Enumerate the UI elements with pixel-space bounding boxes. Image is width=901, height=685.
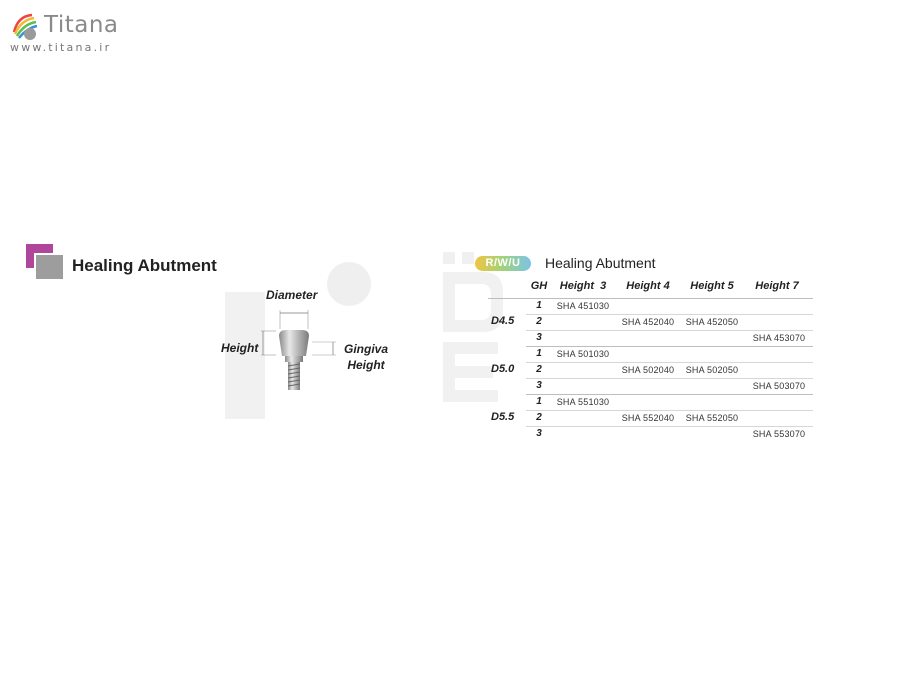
gh-cell: 2 bbox=[536, 316, 542, 327]
gh-cell: 1 bbox=[536, 348, 542, 359]
code-cell: SHA 552040 bbox=[621, 413, 675, 423]
diameter-label-d45: D4.5 bbox=[491, 315, 515, 327]
table-row: 1 SHA 451030 bbox=[526, 298, 813, 315]
code-cell: SHA 452050 bbox=[685, 317, 739, 327]
code-cell: SHA 503070 bbox=[752, 381, 806, 391]
gh-cell: 3 bbox=[536, 332, 542, 343]
code-cell: SHA 502040 bbox=[621, 365, 675, 375]
table-header: GH Height 3 Height 4 Height 5 Height 7 bbox=[488, 274, 813, 299]
code-cell: SHA 501030 bbox=[556, 349, 610, 359]
code-cell: SHA 553070 bbox=[752, 429, 806, 439]
code-cell: SHA 551030 bbox=[556, 397, 610, 407]
gh-cell: 1 bbox=[536, 396, 542, 407]
table-row: 2 SHA 452040 SHA 452050 bbox=[526, 314, 813, 331]
diameter-label-d50: D5.0 bbox=[491, 363, 515, 375]
header-gh: GH bbox=[530, 280, 548, 292]
code-cell: SHA 552050 bbox=[685, 413, 739, 423]
table-row: 2 SHA 552040 SHA 552050 bbox=[526, 410, 813, 427]
diameter-label-d55: D5.5 bbox=[491, 411, 515, 423]
header-height-7: Height 7 bbox=[755, 280, 799, 292]
titana-logo: Titana www.titana.ir bbox=[8, 10, 128, 56]
code-cell: SHA 451030 bbox=[556, 301, 610, 311]
gh-cell: 1 bbox=[536, 300, 542, 311]
code-cell: SHA 452040 bbox=[621, 317, 675, 327]
watermark-de-letters bbox=[443, 252, 503, 402]
table-row: 1 SHA 551030 bbox=[526, 394, 813, 411]
gingiva-label-line1: Gingiva bbox=[344, 342, 389, 356]
header-height-4: Height 4 bbox=[626, 280, 670, 292]
code-cell: SHA 502050 bbox=[685, 365, 739, 375]
healing-abutment-illustration bbox=[261, 310, 336, 390]
gh-cell: 3 bbox=[536, 428, 542, 439]
table-row: 3 SHA 553070 bbox=[526, 426, 813, 442]
right-section-title: Healing Abutment bbox=[545, 255, 656, 271]
diameter-label: Diameter bbox=[266, 288, 318, 302]
header-height-3: Height 3 bbox=[559, 280, 607, 292]
code-cell: SHA 453070 bbox=[752, 333, 806, 343]
gh-cell: 2 bbox=[536, 412, 542, 423]
gingiva-label-line2: Height bbox=[347, 358, 385, 372]
table-row: 3 SHA 503070 bbox=[526, 378, 813, 395]
gingiva-height-label: Gingiva Height bbox=[344, 341, 388, 373]
header-height-5: Height 5 bbox=[690, 280, 734, 292]
watermark-dot bbox=[327, 262, 371, 306]
logo-title: Titana bbox=[44, 12, 119, 38]
watermark-shape bbox=[225, 292, 265, 419]
logo-url: www.titana.ir bbox=[10, 41, 112, 54]
height-label: Height bbox=[221, 341, 259, 355]
left-section-title: Healing Abutment bbox=[72, 256, 217, 275]
gh-cell: 2 bbox=[536, 364, 542, 375]
accent-square-gray bbox=[34, 253, 63, 279]
gh-cell: 3 bbox=[536, 380, 542, 391]
table-row: 2 SHA 502040 SHA 502050 bbox=[526, 362, 813, 379]
rwu-badge: R/W/U bbox=[475, 256, 531, 271]
table-row: 3 SHA 453070 bbox=[526, 330, 813, 347]
table-row: 1 SHA 501030 bbox=[526, 346, 813, 363]
titana-logo-icon bbox=[12, 13, 38, 40]
